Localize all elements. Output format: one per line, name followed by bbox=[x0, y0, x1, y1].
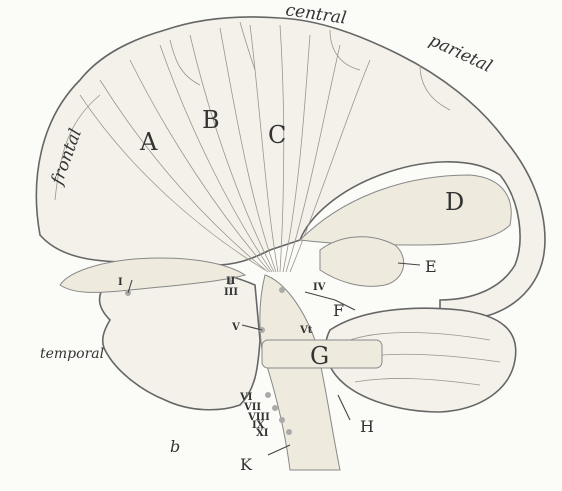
nerve-XI: XI bbox=[256, 428, 269, 439]
label-G: G bbox=[310, 342, 329, 370]
region-E-structure bbox=[320, 237, 404, 287]
label-B: B bbox=[202, 106, 220, 134]
nerve-I: I bbox=[118, 277, 123, 288]
nerve-V: V bbox=[231, 322, 240, 333]
nerve-IV: IV bbox=[313, 282, 326, 293]
nerve-II: II bbox=[226, 276, 236, 287]
label-H: H bbox=[360, 417, 374, 436]
label-K: K bbox=[240, 455, 253, 474]
label-E: E bbox=[425, 257, 437, 276]
nerve-Vt: Vt bbox=[299, 325, 313, 336]
panel-letter: b bbox=[170, 437, 180, 456]
label-F: F bbox=[333, 301, 344, 320]
label-temporal: temporal bbox=[40, 346, 104, 362]
nerve-III: III bbox=[224, 287, 238, 298]
brainstem bbox=[260, 275, 340, 470]
label-D: D bbox=[445, 188, 464, 216]
label-A: A bbox=[139, 128, 158, 156]
label-C: C bbox=[268, 121, 286, 149]
label-parietal: parietal bbox=[426, 30, 495, 76]
